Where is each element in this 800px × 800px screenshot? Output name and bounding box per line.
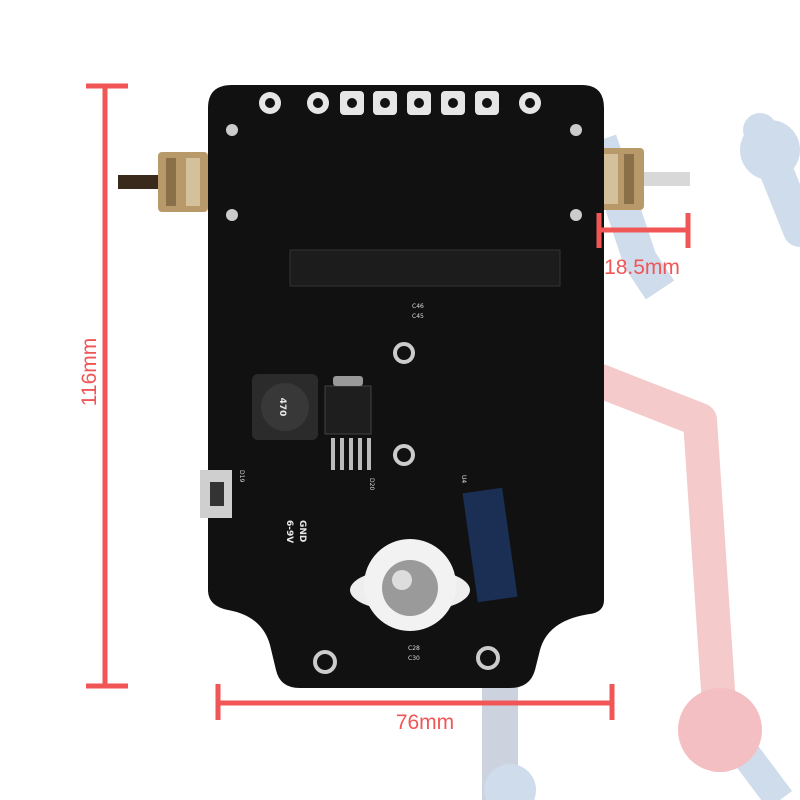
voltage-label: 6-9V bbox=[284, 520, 294, 543]
c45-label: C45 bbox=[412, 313, 424, 320]
gnd-label: GND bbox=[297, 520, 307, 542]
d20-label: D20 bbox=[368, 478, 375, 490]
pcb-board: 470 GND 6-9V C46 C45 D19 D20 U4 C28 C30 bbox=[200, 85, 604, 688]
width-dimension bbox=[215, 684, 615, 720]
edge-connector bbox=[289, 249, 561, 287]
c30-label: C30 bbox=[408, 655, 420, 662]
c46-label: C46 bbox=[412, 303, 424, 310]
voltage-regulator bbox=[324, 385, 372, 435]
shaft-label: 18.5mm bbox=[604, 256, 680, 279]
ball-caster bbox=[350, 539, 470, 631]
height-dimension bbox=[86, 83, 128, 689]
d19-label: D19 bbox=[238, 470, 245, 482]
height-label: 116mm bbox=[78, 338, 101, 406]
c28-label: C28 bbox=[408, 645, 420, 652]
left-motor bbox=[118, 152, 208, 212]
right-motor bbox=[596, 148, 690, 210]
width-label: 76mm bbox=[396, 711, 454, 734]
shaft-dimension bbox=[596, 213, 691, 248]
u4-label: U4 bbox=[460, 475, 467, 483]
inductor-marking: 470 bbox=[277, 398, 287, 417]
